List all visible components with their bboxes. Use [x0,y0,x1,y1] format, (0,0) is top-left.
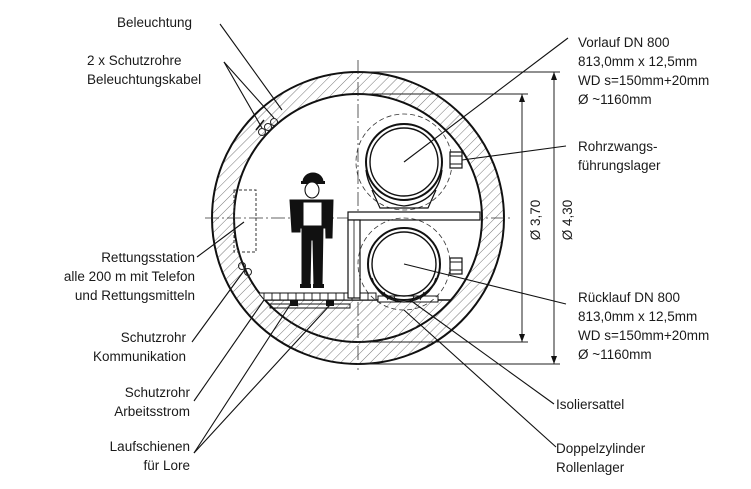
label-return-line1: Rücklauf DN 800 [578,290,680,305]
label-roller-bearing-line1: Doppelzylinder [556,441,646,456]
worker-figure [289,172,334,288]
supply-pipe [355,113,463,211]
label-return-line3: WD s=150mm+20mm [578,328,709,343]
outer-diameter-label: Ø 4,30 [560,200,575,241]
label-rescue-line3: und Rettungsmitteln [75,288,195,303]
label-supply-line3: WD s=150mm+20mm [578,73,709,88]
label-roller-bearing-line2: Rollenlager [556,460,625,475]
leader-lines [191,23,569,454]
pipe-support-frame [347,211,481,303]
label-return-line2: 813,0mm x 12,5mm [578,309,697,324]
label-guide-bearing-line1: Rohrzwangs- [578,139,658,154]
label-rails-line1: Laufschienen [110,439,190,454]
rescue-station [233,189,257,253]
label-insulating-saddle: Isoliersattel [556,397,624,412]
label-supply-line1: Vorlauf DN 800 [578,35,670,50]
label-comm-line2: Kommunikation [93,349,186,364]
label-rescue-line1: Rettungsstation [101,250,195,265]
label-guide-bearing-line2: führungslager [578,158,661,173]
label-supply-line4: Ø ~1160mm [578,92,652,107]
inner-diameter-label: Ø 3,70 [528,200,543,241]
label-supply-line2: 813,0mm x 12,5mm [578,54,697,69]
conduits-communication [238,262,252,276]
label-comm-line1: Schutzrohr [121,330,187,345]
label-lighting: Beleuchtung [117,15,192,30]
return-pipe [357,217,463,311]
label-conduits-line1: 2 x Schutzrohre [87,53,182,68]
rails [269,300,351,309]
label-power-line2: Arbeitsstrom [114,404,190,419]
label-conduits-line2: Beleuchtungskabel [87,72,201,87]
label-power-line1: Schutzrohr [125,385,191,400]
label-rails-line2: für Lore [143,458,190,473]
dimension-lines [358,71,560,365]
label-rescue-line2: alle 200 m mit Telefon [64,269,195,284]
label-return-line4: Ø ~1160mm [578,347,652,362]
